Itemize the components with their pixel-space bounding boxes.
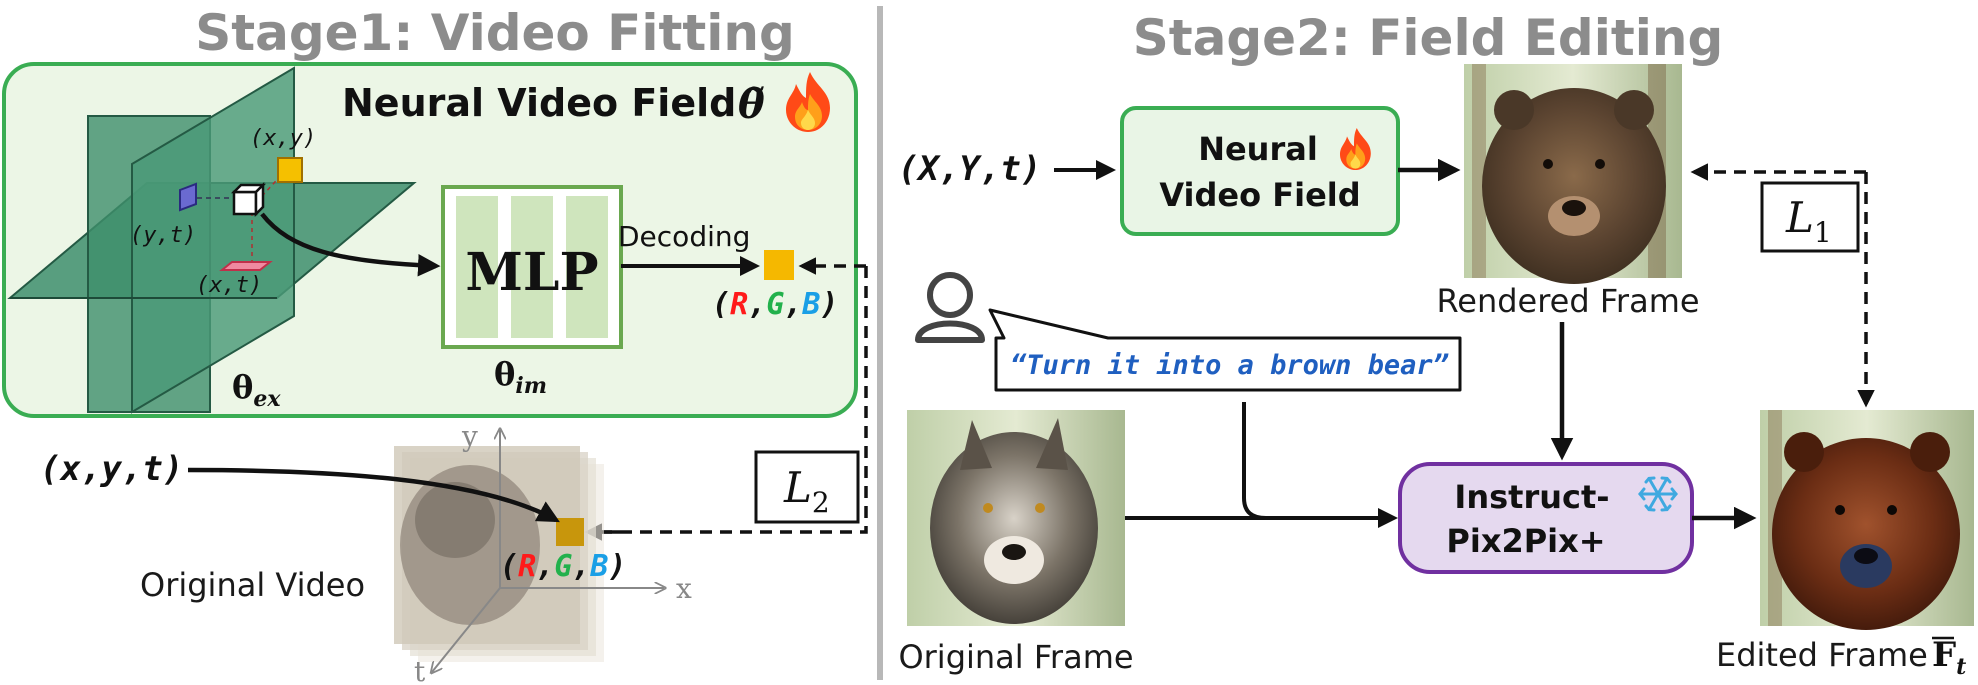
mlp-block: MLP xyxy=(441,185,623,349)
rgb-top-g: G xyxy=(766,287,784,322)
neural-video-field-box xyxy=(1120,106,1400,236)
snowflake-icon xyxy=(1638,476,1678,512)
input-coord-arrow xyxy=(187,467,560,523)
edited-frame-label-text: Edited Frame xyxy=(1716,636,1928,674)
l1-base: L xyxy=(1785,193,1814,242)
rgb-top-r: R xyxy=(730,287,748,322)
theta-ex-base: θ xyxy=(232,368,253,406)
l2-loss-dashed-path xyxy=(594,266,868,534)
xy-projection-square xyxy=(277,157,303,183)
ground-truth-pixel xyxy=(556,518,584,546)
rgb-top-b: B xyxy=(801,287,820,322)
edited-symbol-sub: t xyxy=(1956,654,1966,680)
trainable-fire-icon xyxy=(1340,128,1371,170)
theta-im-label: θim xyxy=(494,355,547,399)
edited-frame-symbol: Ft xyxy=(1932,635,1966,680)
l1-sub: 1 xyxy=(1814,216,1832,249)
prompt-speech-bubble xyxy=(988,308,1462,392)
original-frame-label: Original Frame xyxy=(898,638,1133,676)
xt-plane-label: (x,t) xyxy=(196,273,262,298)
nvf-label-line2: Video Field xyxy=(1159,176,1360,214)
theta-ex-sub: ex xyxy=(253,386,281,412)
theta-ex-label: θex xyxy=(232,368,281,412)
user-icon xyxy=(915,272,985,343)
rgb-top-sep2: , xyxy=(784,287,802,322)
yt-plane-label: (y,t) xyxy=(130,223,196,248)
stage1-input-coord: (x,y,t) xyxy=(40,449,183,489)
edited-frame-image xyxy=(1760,410,1974,630)
rgb-bottom-sep2: , xyxy=(572,549,590,584)
xt-projection-square xyxy=(219,261,273,271)
original-video-stack xyxy=(394,446,604,662)
predicted-rgb-label: (R,G,B) xyxy=(712,287,838,322)
decoding-label: Decoding xyxy=(618,220,750,253)
l2-sub: 2 xyxy=(812,486,830,519)
l2-loss-label: L2 xyxy=(783,463,830,519)
rgb-bottom-r: R xyxy=(518,549,536,584)
ip2p-label-line1: Instruct- xyxy=(1454,478,1609,516)
original-video-label: Original Video xyxy=(140,566,365,604)
video-axis-y-label: y xyxy=(461,420,478,453)
rgb-bottom-sep1: , xyxy=(536,549,554,584)
yt-projection-square xyxy=(179,182,197,212)
stage2-title: Stage2: Field Editing xyxy=(1133,9,1724,67)
rgb-bottom-close: ) xyxy=(608,549,626,584)
edited-symbol-base: F xyxy=(1932,635,1956,675)
video-axes: y x t xyxy=(414,420,692,685)
xy-plane-label: (x,y) xyxy=(250,126,316,151)
rgb-top-sep1: , xyxy=(748,287,766,322)
prompt-merge-line xyxy=(1242,402,1267,520)
edit-prompt-text: “Turn it into a brown bear” xyxy=(1010,350,1449,381)
rgb-bottom-g: G xyxy=(554,549,572,584)
rendered-frame-label: Rendered Frame xyxy=(1436,282,1699,320)
neural-video-field-title: Neural Video Field xyxy=(342,81,736,125)
edited-frame-label: Edited Frame xyxy=(1716,636,1928,674)
rgb-bottom-b: B xyxy=(589,549,608,584)
video-axis-x-label: x xyxy=(676,572,692,605)
theta-im-sub: im xyxy=(515,373,547,399)
original-frame-image xyxy=(907,410,1125,626)
ground-truth-rgb-label: (R,G,B) xyxy=(500,549,626,584)
rgb-top-close: ) xyxy=(820,287,838,322)
tri-plane-diagram: (x,y) (y,t) (x,t) xyxy=(7,66,417,414)
projection-line-xy xyxy=(261,169,287,197)
l2-loss-box xyxy=(754,450,860,524)
features-to-mlp-arrow xyxy=(260,212,441,277)
yt-plane xyxy=(131,66,295,414)
stage1-title: Stage1: Video Fitting xyxy=(195,4,795,62)
query-point-cube xyxy=(230,181,267,218)
l2-base: L xyxy=(783,463,812,512)
rgb-top-open: ( xyxy=(712,287,730,322)
rendered-frame-image xyxy=(1464,64,1682,284)
ip2p-label-line2: Pix2Pix+ xyxy=(1446,522,1605,560)
field-theta-tilde: θ̃ xyxy=(738,81,765,128)
l1-loss-box xyxy=(1760,181,1860,253)
video-axis-t-label: t xyxy=(414,655,426,685)
stage2-input-coord: (X,Y,t) xyxy=(898,149,1041,189)
theta-im-base: θ xyxy=(494,355,515,393)
mlp-label: MLP xyxy=(465,242,598,303)
predicted-pixel xyxy=(764,250,794,280)
rgb-bottom-open: ( xyxy=(500,549,518,584)
fire-icon xyxy=(786,72,830,132)
l1-loss-label: L1 xyxy=(1785,193,1832,249)
nvf-label-line1: Neural xyxy=(1198,130,1318,168)
